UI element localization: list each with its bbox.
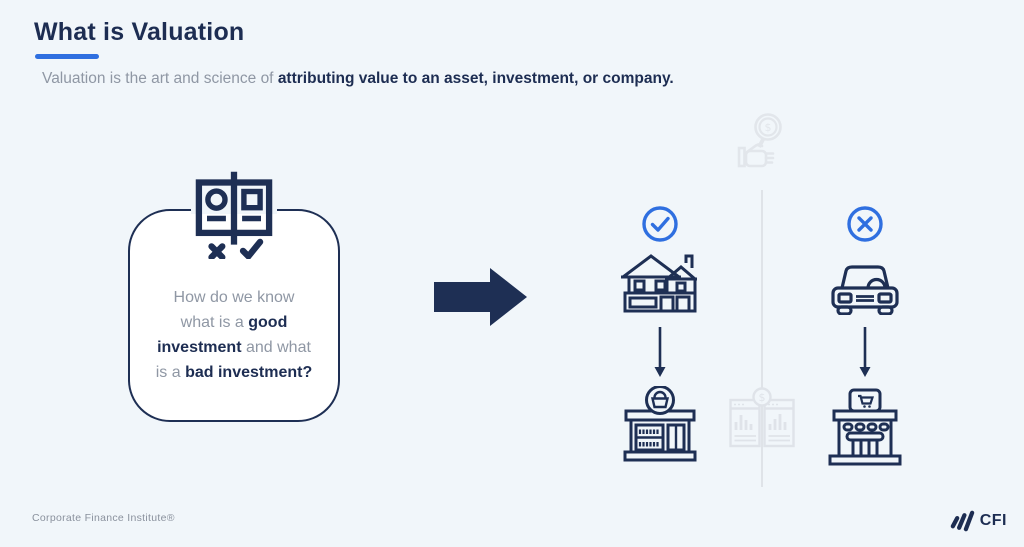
- question-line: is a bad investment?: [155, 364, 313, 381]
- cfi-bars-icon: [950, 510, 974, 532]
- page-title: What is Valuation: [34, 18, 244, 47]
- subtitle-plain: Valuation is the art and science of: [42, 70, 278, 87]
- page-title-rest: is Valuation: [95, 18, 245, 46]
- question-line: How do we know: [173, 289, 295, 306]
- cfi-logo: CFI: [949, 508, 1007, 534]
- right-arrow-icon: [434, 268, 527, 326]
- check-circle-icon: [642, 206, 678, 242]
- question-text: How do we know what is a good investment…: [128, 285, 340, 385]
- svg-text:$: $: [765, 121, 772, 134]
- question-line: investment and what: [157, 339, 311, 356]
- question-line: what is a good: [180, 314, 288, 331]
- storefront-basket-icon: [623, 386, 697, 462]
- x-circle-icon: [847, 206, 883, 242]
- down-arrow-icon: [654, 327, 666, 377]
- svg-text:$: $: [759, 391, 766, 404]
- financial-reports-dollar-icon: $: [729, 387, 795, 448]
- title-underline: [35, 54, 99, 59]
- subtitle-bold: attributing value to an asset, investmen…: [277, 70, 674, 87]
- cfi-logo-text: CFI: [979, 512, 1007, 529]
- footer-copyright: Corporate Finance Institute®: [32, 512, 175, 524]
- house-icon: [621, 254, 697, 313]
- down-arrow-icon: [859, 327, 871, 377]
- hand-magnifying-glass-dollar-icon: $: [737, 113, 782, 168]
- divider-line: [761, 190, 763, 487]
- open-book-check-x-icon: [195, 171, 273, 259]
- car-icon: [831, 265, 899, 315]
- page-title-highlight: What: [34, 18, 96, 46]
- subtitle: Valuation is the art and science of attr…: [42, 70, 674, 88]
- supermarket-cart-icon: [828, 388, 902, 466]
